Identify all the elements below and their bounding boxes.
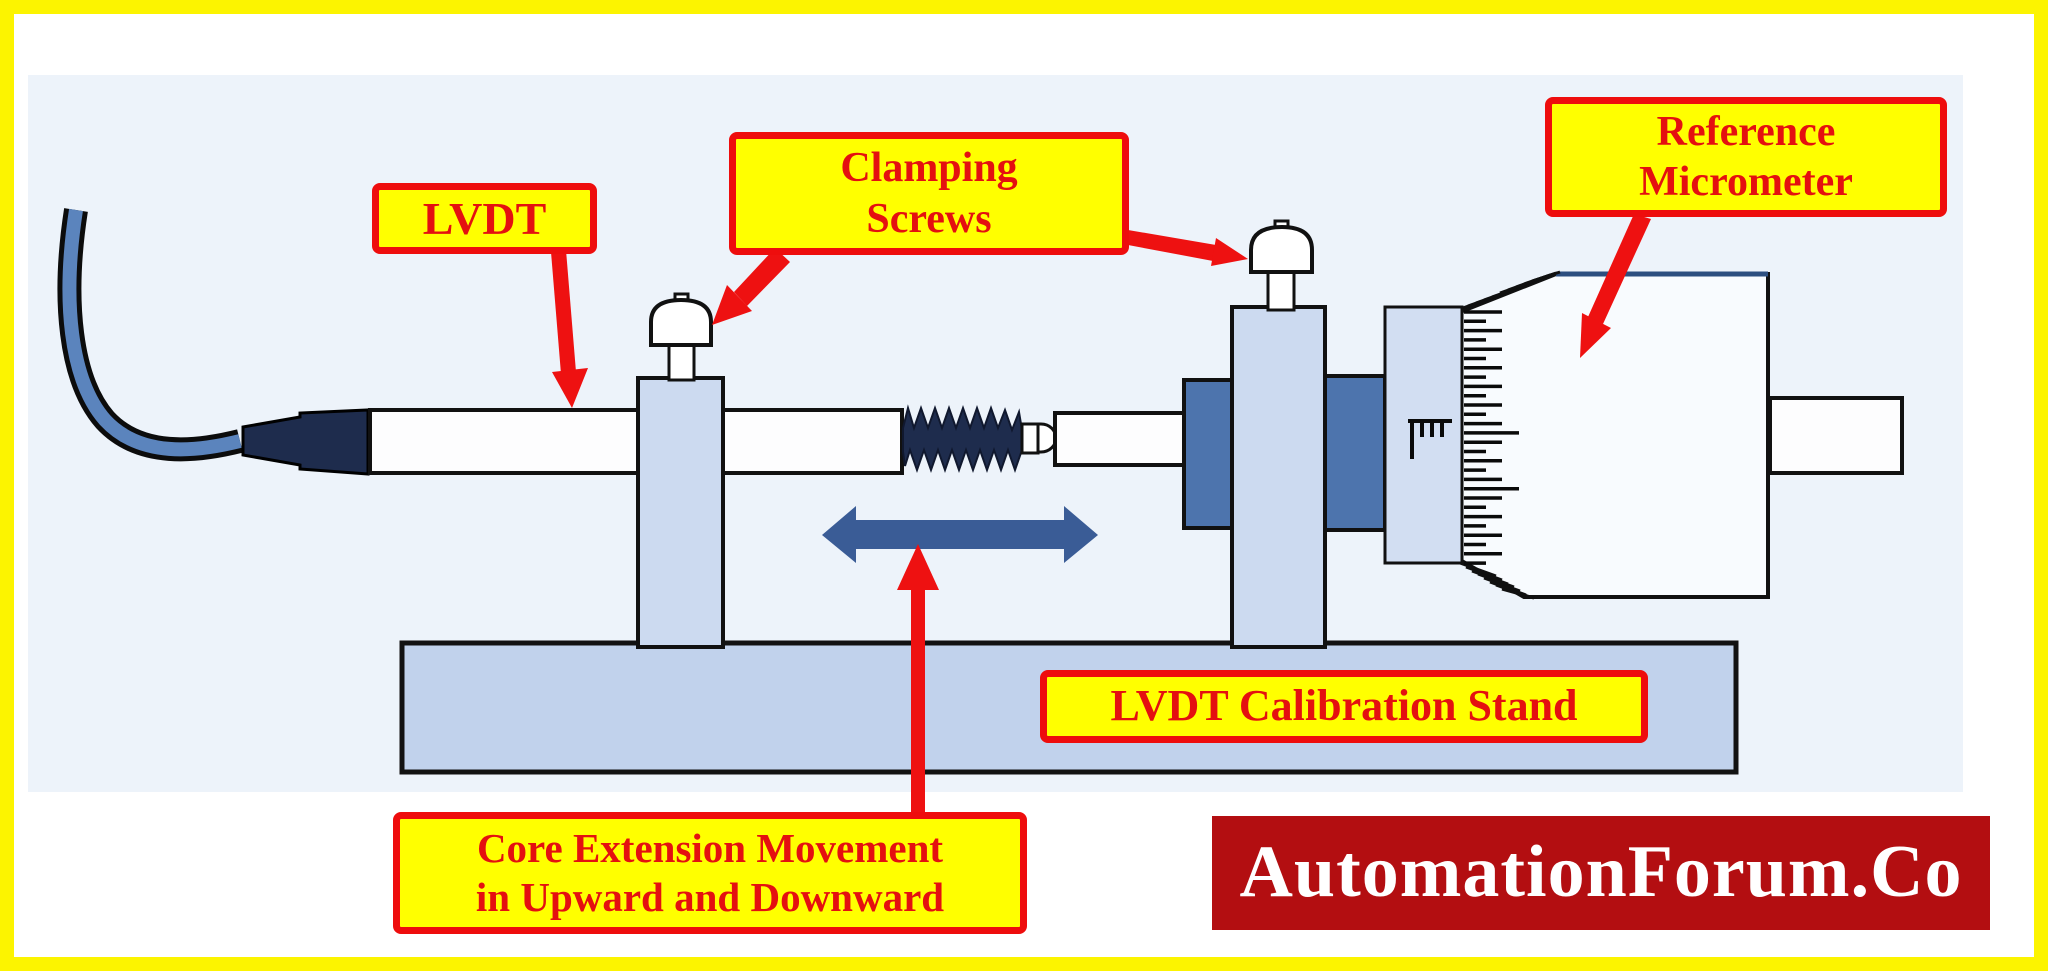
label-core-extension: Core Extension Movement in Upward and Do… bbox=[393, 812, 1027, 934]
clamp-post-right bbox=[1230, 305, 1327, 649]
label-lvdt-text: LVDT bbox=[422, 192, 547, 244]
clamp-block-right bbox=[1323, 374, 1387, 532]
thimble-scale-ticks bbox=[1464, 310, 1519, 565]
clamp-block-left bbox=[1182, 378, 1234, 530]
core-bellows bbox=[902, 404, 1023, 474]
arrow-to-right-screw-icon bbox=[1128, 230, 1248, 266]
label-lvdt: LVDT bbox=[372, 183, 597, 254]
label-core-line1: Core Extension Movement bbox=[476, 824, 944, 871]
label-core-line2: in Upward and Downward bbox=[475, 874, 945, 920]
label-reference-line2: Micrometer bbox=[1639, 159, 1853, 205]
label-reference-line1: Reference bbox=[1656, 108, 1836, 155]
clamping-screw-right bbox=[1249, 219, 1314, 312]
movement-double-arrow-icon bbox=[822, 506, 1098, 563]
arrow-to-lvdt-icon bbox=[551, 250, 588, 408]
clamp-post-left bbox=[636, 376, 725, 649]
micrometer-knurling bbox=[1459, 270, 1561, 600]
label-clamping-line2: Screws bbox=[866, 195, 992, 242]
arrow-to-left-screw-icon bbox=[712, 248, 790, 325]
micrometer-body bbox=[1458, 272, 1770, 599]
arrow-core-movement-icon bbox=[897, 544, 939, 813]
micrometer-thimble bbox=[1383, 305, 1464, 565]
arrow-to-micrometer-icon bbox=[1580, 214, 1651, 358]
automationforum-logo-text: AutomationForum.Co bbox=[1239, 831, 1963, 913]
micrometer-shaft bbox=[1768, 396, 1904, 475]
label-stand-text: LVDT Calibration Stand bbox=[1110, 681, 1578, 731]
clamping-screw-left bbox=[649, 292, 713, 382]
automationforum-logo: AutomationForum.Co bbox=[1212, 816, 1990, 930]
label-clamping-screws: Clamping Screws bbox=[729, 132, 1129, 255]
annotation-arrows bbox=[551, 214, 1651, 813]
label-clamping-line1: Clamping bbox=[840, 145, 1018, 192]
vernier-mark-icon bbox=[1408, 419, 1452, 459]
lvdt-cable bbox=[57, 208, 243, 462]
label-reference-micrometer: Reference Micrometer bbox=[1545, 97, 1947, 217]
label-calibration-stand: LVDT Calibration Stand bbox=[1040, 670, 1648, 743]
core-tip bbox=[1020, 422, 1058, 455]
core-rod bbox=[1053, 411, 1187, 467]
